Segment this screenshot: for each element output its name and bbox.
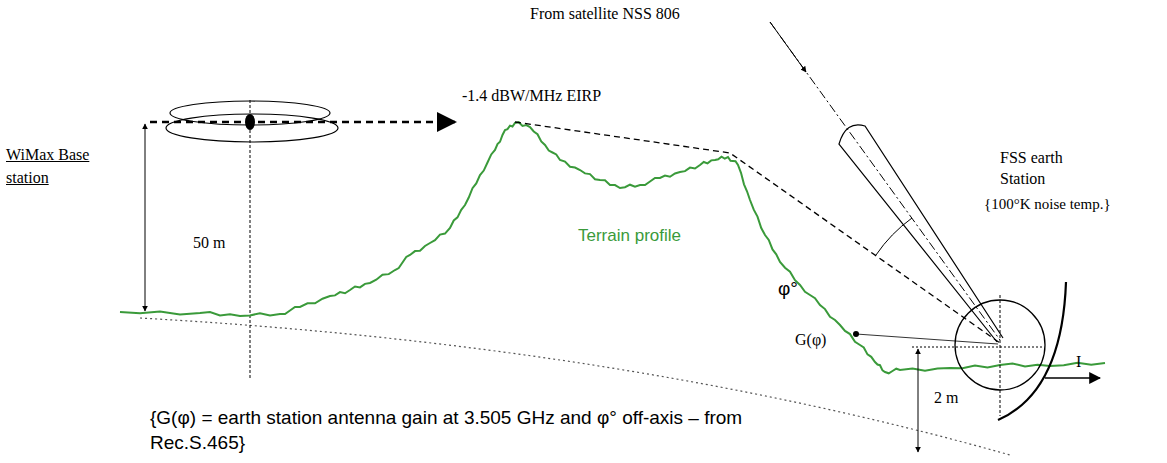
gain-label: G(φ) bbox=[795, 330, 851, 349]
dimension-label: 50 m bbox=[193, 233, 253, 252]
current-label: I bbox=[1076, 352, 1106, 371]
noise-label: {100°K noise temp.} bbox=[984, 195, 1154, 213]
satellite-arrow bbox=[770, 22, 806, 72]
eirp-arrow bbox=[150, 121, 455, 124]
terrain-label: Terrain profile bbox=[578, 226, 718, 246]
angle-label: φ° bbox=[778, 278, 828, 301]
interference-arrow bbox=[1045, 377, 1100, 379]
dish-axis bbox=[1000, 295, 1001, 416]
antenna-beam bbox=[839, 125, 1003, 342]
dish-reflector bbox=[998, 282, 1066, 420]
interference-path bbox=[515, 122, 1000, 343]
eirp-label: -1.4 dBW/MHz EIRP bbox=[462, 86, 632, 105]
height-dimension bbox=[918, 349, 919, 452]
dish-level bbox=[912, 347, 1042, 348]
gain-pointer bbox=[856, 334, 998, 344]
source-label: From satellite NSS 806 bbox=[530, 4, 760, 23]
angle-arc bbox=[876, 218, 912, 255]
terrain-profile bbox=[120, 122, 1105, 373]
satellite-line bbox=[770, 22, 1000, 340]
antenna-pattern bbox=[166, 114, 338, 142]
caption: {G(φ) = earth station antenna gain at 3.… bbox=[150, 406, 840, 455]
station-label: WiMax Base station bbox=[6, 143, 104, 189]
earth-curve bbox=[140, 318, 1010, 455]
station-label: FSS earth Station bbox=[1000, 148, 1084, 190]
height-dimension bbox=[145, 124, 146, 311]
dimension-label: 2 m bbox=[934, 388, 984, 407]
gain-point bbox=[853, 331, 859, 337]
